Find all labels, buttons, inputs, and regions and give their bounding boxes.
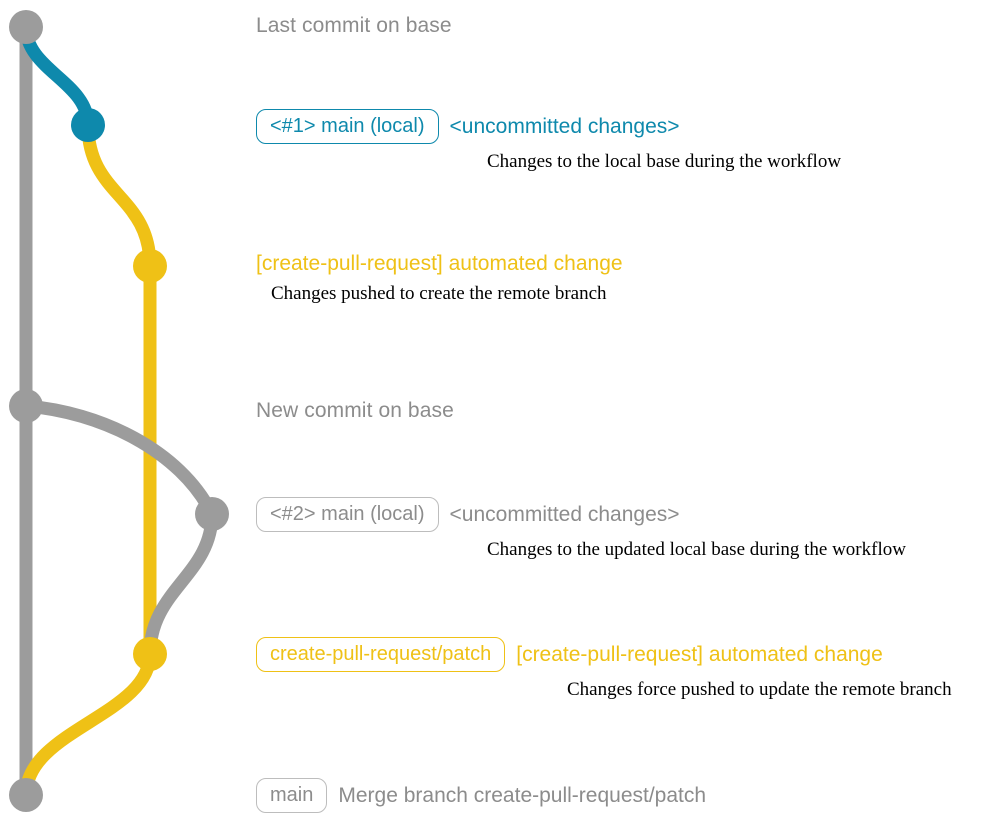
row-commit-local-1: <#1> main (local) <uncommitted changes> …: [256, 109, 841, 173]
row-commit-patch-2: create-pull-request/patch [create-pull-r…: [256, 637, 952, 701]
node-base-1: [9, 10, 43, 44]
row-commit-local-2: <#2> main (local) <uncommitted changes> …: [256, 497, 906, 561]
commit-subject-local-2: <uncommitted changes>: [449, 502, 680, 526]
label-new-commit-on-base: New commit on base: [256, 399, 454, 422]
edge-base1-local1: [19, 20, 95, 132]
edge-local2-patch2: [143, 507, 219, 661]
node-base-2: [9, 389, 43, 423]
commit-description-local-1: Changes to the local base during the wor…: [487, 151, 842, 172]
commit-nodes: [9, 10, 229, 812]
commit-description-local-2: Changes to the updated local base during…: [487, 539, 906, 560]
row-commit-merge: main Merge branch create-pull-request/pa…: [256, 778, 706, 813]
ref-pill-main[interactable]: main: [256, 778, 328, 813]
edge-local1-patch1: [81, 118, 157, 273]
commit-subject-local-1: <uncommitted changes>: [449, 114, 680, 138]
commit-subject-patch-2: [create-pull-request] automated change: [516, 642, 883, 666]
label-last-commit-on-base: Last commit on base: [256, 14, 452, 37]
ref-pill-main-local-2[interactable]: <#2> main (local): [256, 497, 439, 532]
commit-description-patch-1: Changes pushed to create the remote bran…: [271, 283, 607, 304]
ref-pill-create-pull-request-patch[interactable]: create-pull-request/patch: [256, 637, 506, 672]
edge-patch2-merge: [19, 647, 157, 802]
node-merge: [9, 778, 43, 812]
node-local-2: [195, 497, 229, 531]
node-patch-1: [133, 249, 167, 283]
commit-subject-merge: Merge branch create-pull-request/patch: [338, 783, 707, 807]
node-local-1: [71, 108, 105, 142]
commit-description-patch-2: Changes force pushed to update the remot…: [567, 679, 952, 700]
edge-base2-local2: [19, 399, 219, 521]
commit-subject-patch-1: [create-pull-request] automated change: [256, 252, 623, 275]
row-commit-patch-1: [create-pull-request] automated change C…: [256, 252, 623, 305]
ref-pill-main-local-1[interactable]: <#1> main (local): [256, 109, 439, 144]
node-patch-2: [133, 637, 167, 671]
